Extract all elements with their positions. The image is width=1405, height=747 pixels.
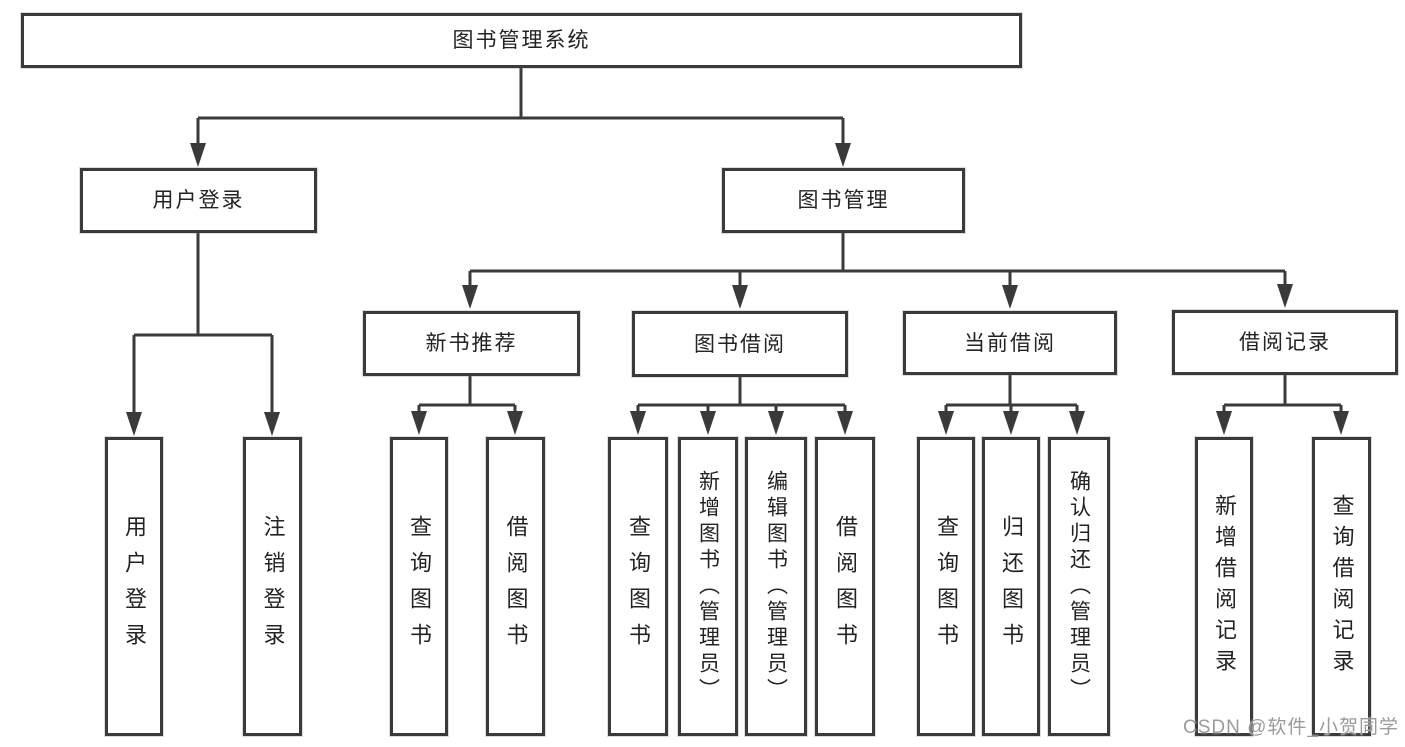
node-book-management: 图书管理 [722,168,965,233]
arrowhead-icon [190,143,206,167]
leaf-logout: 注销登录 [243,437,302,736]
node-label: 查询图书 [934,514,959,659]
arrowhead-icon [1002,285,1018,309]
node-book-borrow: 图书借阅 [632,311,848,377]
node-root-system: 图书管理系统 [21,13,1022,68]
node-label: 借阅图书 [833,514,858,659]
node-label: 新增图书（管理员） [696,469,720,704]
leaf-user-login: 用户登录 [105,437,163,736]
node-label: 用户登录 [152,189,245,212]
leaf-query-books-recommend: 查询图书 [390,437,448,736]
arrowhead-icon [1003,411,1019,435]
connector-new-book-recommend-children [411,376,523,435]
node-label: 图书管理 [797,189,890,212]
leaf-query-borrow-record: 查询借阅记录 [1312,437,1371,736]
node-label: 查询图书 [626,514,651,659]
leaf-return-books: 归还图书 [982,437,1040,736]
node-label: 借阅图书 [503,514,529,659]
csdn-watermark: CSDN @软件_小贺同学 [1183,717,1399,738]
node-label: 当前借阅 [964,331,1056,355]
node-label: 新书推荐 [425,332,518,355]
node-label: 注销登录 [260,514,286,659]
arrowhead-icon [732,285,748,309]
leaf-borrow-books-recommend: 借阅图书 [486,437,545,736]
arrowhead-icon [507,411,523,435]
node-label: 确认归还（管理员） [1067,469,1091,704]
node-label: 图书管理系统 [452,29,591,52]
leaf-borrow-books: 借阅图书 [815,437,875,736]
leaf-add-books-admin: 新增图书（管理员） [678,437,738,736]
leaf-edit-books-admin: 编辑图书（管理员） [745,437,807,736]
node-label: 用户登录 [122,514,147,659]
connector-book-management-modules [462,233,1293,309]
node-label: 查询借阅记录 [1329,493,1355,680]
arrowhead-icon [411,411,427,435]
node-label: 编辑图书（管理员） [764,469,788,704]
arrowhead-icon [1333,411,1349,435]
leaf-query-books-borrow: 查询图书 [608,437,668,736]
connector-borrow-records-children [1216,375,1349,435]
arrowhead-icon [835,143,851,167]
arrowhead-icon [1216,411,1232,435]
arrowhead-icon [126,412,142,436]
connector-user-login-children [126,233,280,436]
leaf-add-borrow-record: 新增借阅记录 [1195,437,1253,736]
arrowhead-icon [768,411,784,435]
arrowhead-icon [630,411,646,435]
arrowhead-icon [938,411,954,435]
leaf-confirm-return-admin: 确认归还（管理员） [1048,437,1110,736]
connector-current-borrow-children [938,375,1085,435]
node-user-login: 用户登录 [80,168,317,233]
connector-root-to-level2 [190,66,851,167]
node-label: 归还图书 [999,514,1024,659]
arrowhead-icon [700,411,716,435]
connector-book-borrow-children [630,377,853,435]
node-label: 查询图书 [407,514,432,659]
node-label: 借阅记录 [1239,331,1331,354]
node-new-book-recommend: 新书推荐 [363,311,580,376]
node-label: 新增借阅记录 [1212,493,1237,680]
node-label: 图书借阅 [694,332,786,356]
arrowhead-icon [1069,411,1085,435]
arrowhead-icon [462,285,478,309]
arrowhead-icon [1277,284,1293,308]
arrowhead-icon [264,412,280,436]
node-borrow-records: 借阅记录 [1172,310,1398,375]
node-current-borrow: 当前借阅 [903,311,1117,375]
leaf-query-books-current: 查询图书 [917,437,975,736]
arrowhead-icon [837,411,853,435]
